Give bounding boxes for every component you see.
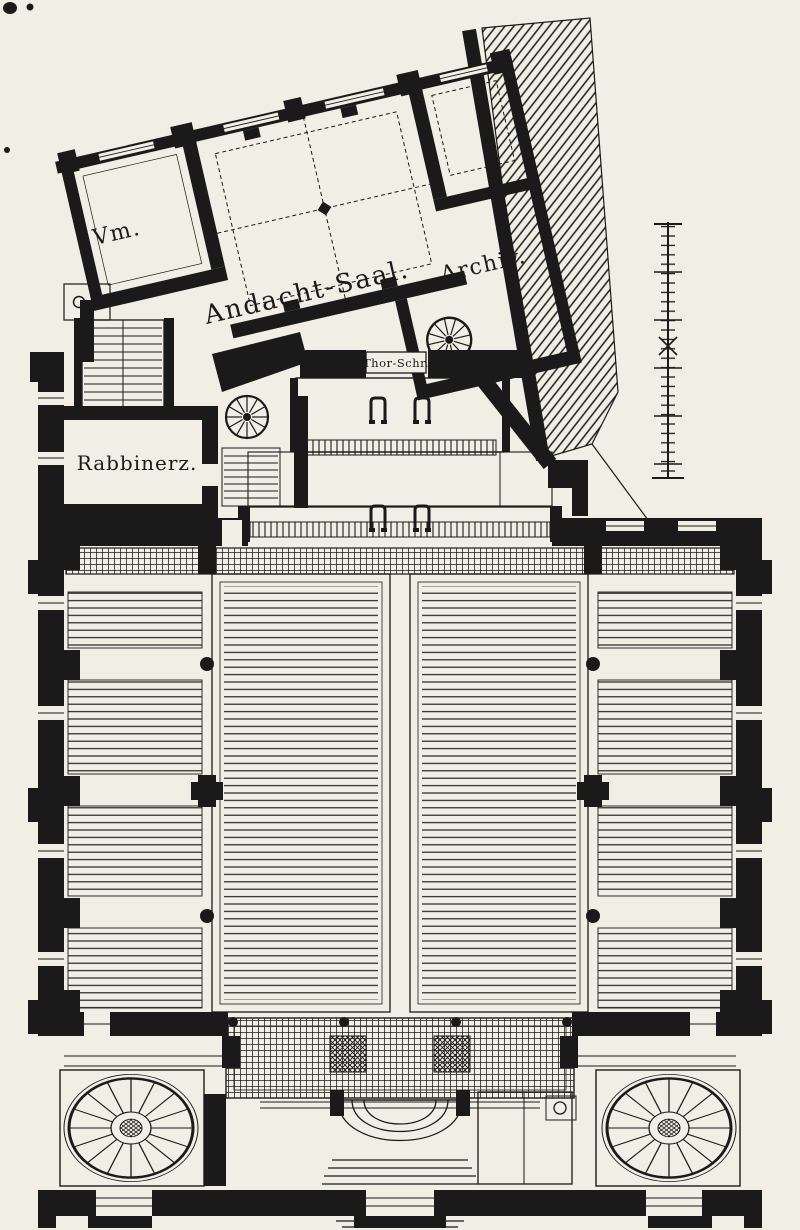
vestibule-floor-band <box>65 547 735 575</box>
service-rooms <box>477 1091 577 1185</box>
spiral-stair-right <box>595 1069 741 1187</box>
annex-windows <box>98 64 488 161</box>
anteroom <box>431 80 516 176</box>
columns <box>191 657 609 923</box>
scale-bar <box>652 222 684 479</box>
mosaic-floor <box>225 1017 575 1099</box>
pews-center-right <box>409 573 589 1013</box>
scan-specks <box>3 2 34 153</box>
entrance-vestibule <box>38 1017 762 1228</box>
torah-shrine-label-box <box>365 351 427 374</box>
entrance-portal <box>322 1090 478 1185</box>
rabbi-room: Rabbinerz. <box>62 406 218 520</box>
spiral-stair-left <box>59 1069 205 1187</box>
room-label-rabbinerz: Rabbinerz. <box>77 451 198 475</box>
annex-wing: Vm. Andacht-Saal. Archiv. <box>55 48 582 401</box>
south-facade <box>38 1190 762 1228</box>
corridor-spiral-stair <box>224 394 270 440</box>
wall-junction <box>212 332 308 392</box>
ark-steps-upper <box>303 439 497 456</box>
pews-right-aisle <box>597 591 733 1009</box>
west-rooms: Rabbinerz. <box>30 283 308 528</box>
hall-center-ornament <box>317 201 332 216</box>
main-hall <box>28 518 772 1036</box>
ark-steps-lower <box>249 521 551 538</box>
room-label-thora-schrein: Thor-Schr. <box>363 356 429 370</box>
pews-center-left <box>211 573 391 1013</box>
ark-structure: Thor-Schr. <box>238 350 588 542</box>
vm-room <box>82 153 203 286</box>
pews-left-aisle <box>67 591 203 1009</box>
door-pivot <box>72 295 86 309</box>
choir-area <box>247 451 553 507</box>
